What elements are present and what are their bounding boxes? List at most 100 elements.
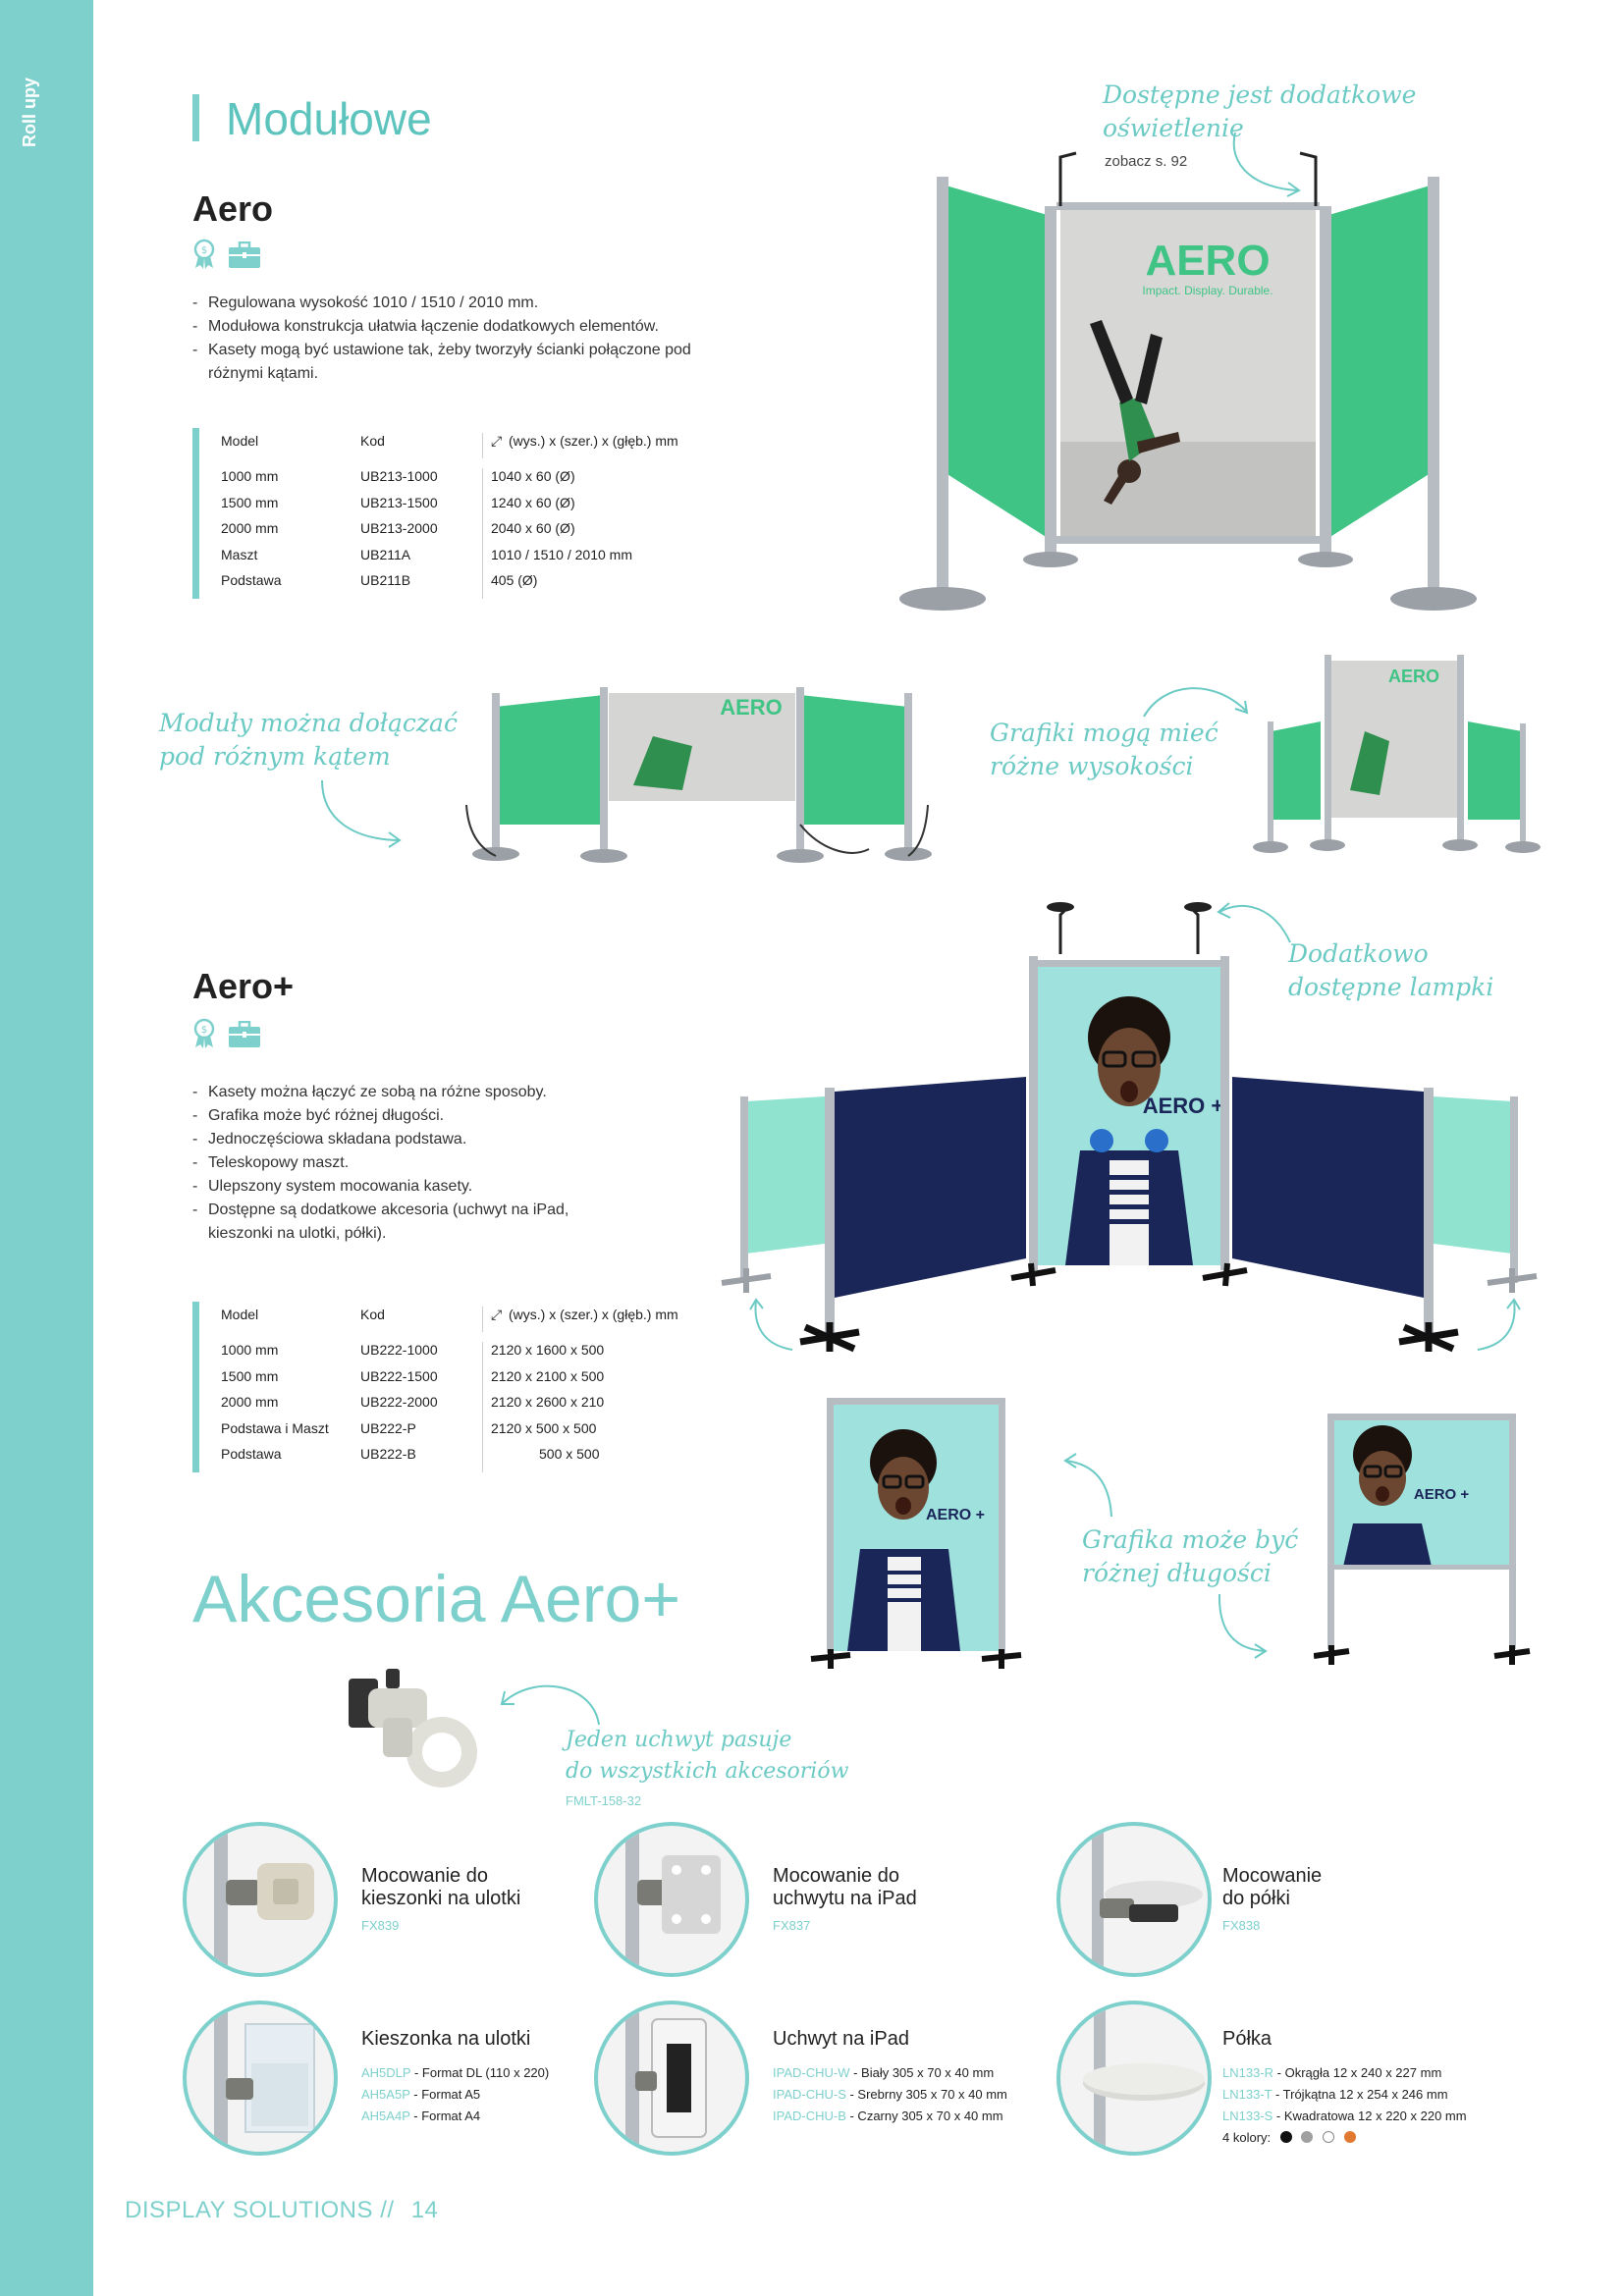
arrow-icon <box>321 779 402 848</box>
list-item: AH5A4P - Format A4 <box>361 2109 481 2123</box>
list-item: Ulepszony system mocowania kasety. <box>192 1175 615 1199</box>
aero-plus-tall-illustration: AERO + <box>810 1398 1022 1669</box>
accessories-title: Akcesoria Aero+ <box>192 1562 681 1636</box>
accessory-thumb-leaflet-pocket <box>183 2001 338 2156</box>
aero-title: Aero <box>192 188 274 229</box>
universal-holder-illustration <box>349 1669 477 1788</box>
color-options: 4 kolory: <box>1222 2127 1467 2149</box>
table-header: Kod <box>360 1307 385 1322</box>
list-item: Kasety można łączyć ze sobą na różne spo… <box>192 1081 615 1104</box>
aero-spec-table: Model Kod ⤢(wys.) x (szer.) x (głęb.) mm… <box>221 433 718 599</box>
aero-brand-text: AERO <box>1388 667 1439 686</box>
dimensions-icon: ⤢ <box>491 433 503 449</box>
accessory-code: FX837 <box>773 1918 811 1933</box>
aero-plus-table-bar <box>192 1302 199 1472</box>
accessory-code: FX839 <box>361 1918 400 1933</box>
award-icon: $ <box>192 239 216 275</box>
aero-brand-text: AERO <box>1145 237 1270 285</box>
list-item: Dostępne są dodatkowe akcesoria (uchwyt … <box>192 1199 615 1246</box>
aero-plus-spec-table: Model Kod ⤢(wys.) x (szer.) x (głęb.) mm… <box>221 1307 718 1472</box>
accessory-variants: LN133-R - Okrągła 12 x 240 x 227 mm LN13… <box>1222 2062 1467 2149</box>
aero-plus-feature-list: Kasety można łączyć ze sobą na różne spo… <box>192 1081 615 1246</box>
arrow-icon <box>1143 687 1249 718</box>
color-swatch-white[interactable] <box>1323 2131 1335 2143</box>
briefcase-icon <box>228 1020 261 1053</box>
aero-plus-brand-text: AERO + <box>926 1507 985 1523</box>
briefcase-icon <box>228 240 261 274</box>
arrow-icon <box>500 1684 600 1726</box>
page-footer: DISPLAY SOLUTIONS // 14 <box>125 2197 438 2224</box>
list-item: IPAD-CHU-B - Czarny 305 x 70 x 40 mm <box>773 2109 1003 2123</box>
list-item: AH5A5P - Format A5 <box>361 2087 481 2102</box>
sidebar-strip: Roll upy <box>0 0 93 2296</box>
aero-brand-text: AERO <box>720 695 783 720</box>
list-item: IPAD-CHU-S - Srebrny 305 x 70 x 40 mm <box>773 2087 1007 2102</box>
list-item: LN133-R - Okrągła 12 x 240 x 227 mm <box>1222 2065 1442 2080</box>
list-item: Modułowa konstrukcja ułatwia łączenie do… <box>192 315 742 339</box>
arrow-icon <box>1063 1453 1112 1518</box>
aero-angled-illustration: AERO <box>465 687 932 863</box>
accessory-thumb-shelf-mount <box>1056 1822 1212 1977</box>
svg-text:$: $ <box>201 245 207 256</box>
accessory-thumb-shelf <box>1056 2001 1212 2156</box>
arrow-icon <box>1477 1298 1521 1351</box>
accessory-thumb-ipad-mount <box>594 1822 749 1977</box>
aero-table-bar <box>192 428 199 599</box>
color-swatch-orange[interactable] <box>1343 2131 1356 2143</box>
list-item: Grafika może być różnej długości. <box>192 1104 615 1128</box>
color-swatch-black[interactable] <box>1279 2131 1292 2143</box>
list-item: LN133-S - Kwadratowa 12 x 220 x 220 mm <box>1222 2109 1467 2123</box>
aero-tagline-text: Impact. Display. Durable. <box>1142 284 1272 297</box>
page-number: 14 <box>410 2197 439 2223</box>
arrow-icon <box>749 1298 793 1351</box>
accessory-code: FX838 <box>1222 1918 1261 1933</box>
aero-plus-display-illustration: AERO + <box>721 902 1538 1353</box>
aero-plus-brand-text: AERO + <box>1143 1094 1224 1118</box>
table-header: Model <box>221 1307 259 1322</box>
aero-display-illustration: AERO Impact. Display. Durable. <box>899 151 1477 611</box>
accessory-name: Uchwyt na iPad <box>773 2028 909 2050</box>
aero-feature-list: Regulowana wysokość 1010 / 1510 / 2010 m… <box>192 292 742 386</box>
color-swatch-grey[interactable] <box>1301 2131 1314 2143</box>
dimensions-icon: ⤢ <box>491 1307 503 1322</box>
award-icon: $ <box>192 1018 216 1054</box>
table-header: Kod <box>360 433 385 449</box>
accessory-variants: AH5DLP - Format DL (110 x 220) AH5A5P - … <box>361 2062 549 2127</box>
section-title: Modułowe <box>226 93 432 144</box>
table-header: ⤢(wys.) x (szer.) x (głęb.) mm <box>482 433 718 458</box>
accessory-thumb-leaflet-mount <box>183 1822 338 1977</box>
arrow-icon <box>1218 1593 1268 1659</box>
accessory-thumb-ipad-holder <box>594 2001 749 2156</box>
lighting-page-ref: zobacz s. 92 <box>1105 153 1188 170</box>
list-item: Teleskopowy maszt. <box>192 1151 615 1175</box>
sidebar-label: Roll upy <box>20 78 39 147</box>
aero-heights-illustration: AERO <box>1253 655 1541 853</box>
accessory-name: Kieszonka na ulotki <box>361 2028 531 2050</box>
svg-text:$: $ <box>201 1025 207 1036</box>
holder-code: FMLT-158-32 <box>566 1793 642 1808</box>
aero-plus-short-illustration: AERO + <box>1314 1414 1531 1665</box>
aero-plus-title: Aero+ <box>192 966 295 1006</box>
list-item: IPAD-CHU-W - Biały 305 x 70 x 40 mm <box>773 2065 995 2080</box>
footer-brand: DISPLAY SOLUTIONS // <box>125 2197 395 2223</box>
arrow-icon <box>1232 132 1301 197</box>
list-item: LN133-T - Trójkątna 12 x 254 x 246 mm <box>1222 2087 1448 2102</box>
accessory-name: Półka <box>1222 2028 1272 2050</box>
